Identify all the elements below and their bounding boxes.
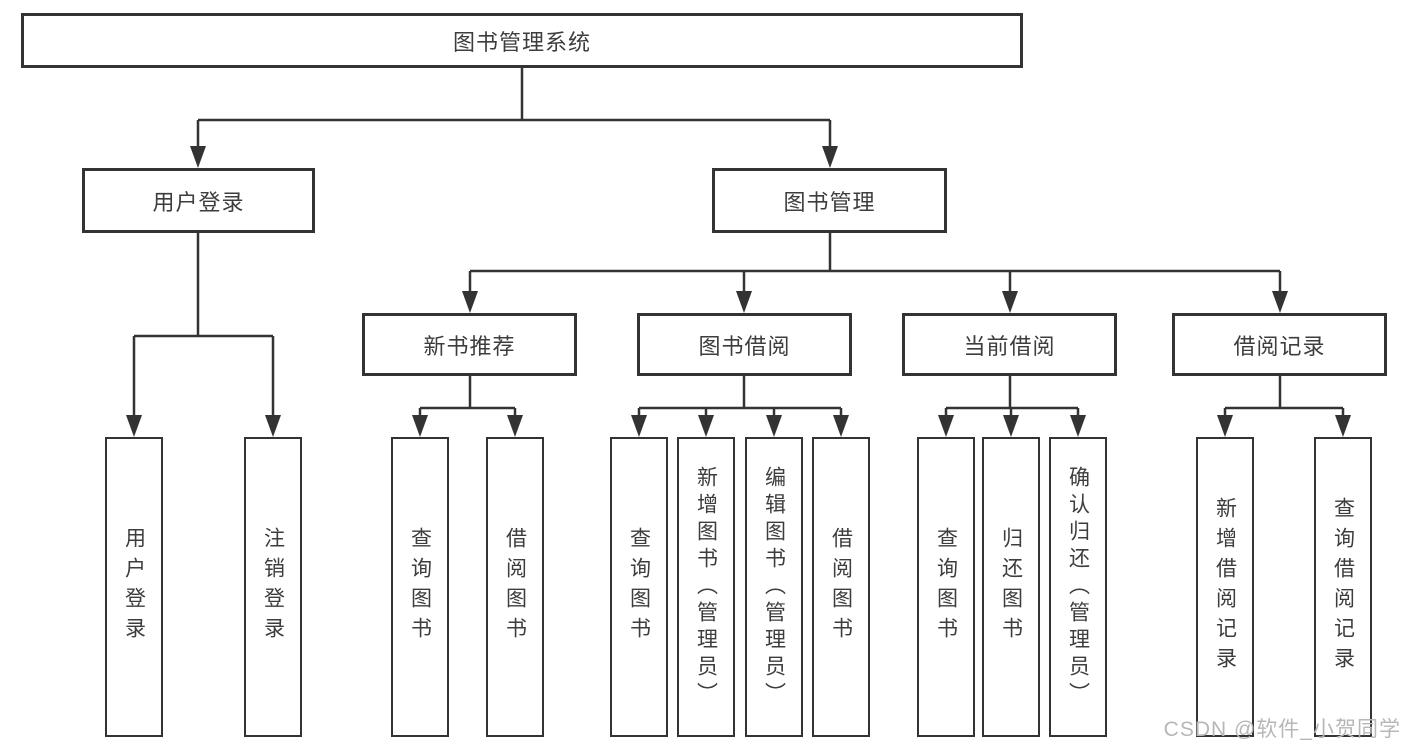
node-label: 查询图书 xyxy=(627,527,651,647)
node-label: 图书管理系统 xyxy=(452,29,591,55)
node-label: 借阅图书 xyxy=(829,527,853,647)
leaf-borrowing-borrow-books: 借阅图书 xyxy=(812,437,870,737)
leaf-records-add-record: 新增借阅记录 xyxy=(1196,437,1254,737)
leaf-borrowing-add-books-admin: 新增图书（管理员） xyxy=(677,437,735,737)
node-current-borrowing: 当前借阅 xyxy=(902,313,1117,376)
node-label: 借阅记录 xyxy=(1233,333,1326,359)
node-label: 新增借阅记录 xyxy=(1213,497,1237,677)
leaf-borrowing-edit-books-admin: 编辑图书（管理员） xyxy=(745,437,803,737)
node-label: 新书推荐 xyxy=(423,333,516,359)
node-label: 注销登录 xyxy=(261,527,285,647)
node-book-management: 图书管理 xyxy=(712,168,947,233)
leaf-recommend-query-books: 查询图书 xyxy=(391,437,449,737)
node-label: 用户登录 xyxy=(122,527,146,647)
arrowheads xyxy=(126,146,1351,437)
node-user-login: 用户登录 xyxy=(82,168,315,233)
node-book-borrowing: 图书借阅 xyxy=(637,313,852,376)
node-label: 图书借阅 xyxy=(698,333,791,359)
node-root: 图书管理系统 xyxy=(21,13,1023,68)
leaf-user-login: 用户登录 xyxy=(105,437,163,737)
node-label: 查询图书 xyxy=(934,527,958,647)
watermark: CSDN @软件_小贺同学 xyxy=(1163,718,1401,741)
node-label: 用户登录 xyxy=(152,189,245,215)
node-label: 编辑图书（管理员） xyxy=(762,465,786,709)
node-label: 查询图书 xyxy=(408,527,432,647)
node-label: 确认归还（管理员） xyxy=(1066,465,1090,709)
leaf-borrowing-query-books: 查询图书 xyxy=(610,437,668,737)
node-label: 归还图书 xyxy=(999,527,1023,647)
node-label: 查询借阅记录 xyxy=(1331,497,1355,677)
node-new-book-recommend: 新书推荐 xyxy=(362,313,577,376)
node-label: 当前借阅 xyxy=(963,333,1056,359)
leaf-recommend-borrow-books: 借阅图书 xyxy=(486,437,544,737)
leaf-current-query-books: 查询图书 xyxy=(917,437,975,737)
node-borrowing-records: 借阅记录 xyxy=(1172,313,1387,376)
node-label: 新增图书（管理员） xyxy=(694,465,718,709)
leaf-current-return-books: 归还图书 xyxy=(982,437,1040,737)
leaf-logout: 注销登录 xyxy=(244,437,302,737)
node-label: 借阅图书 xyxy=(503,527,527,647)
leaf-records-query-record: 查询借阅记录 xyxy=(1314,437,1372,737)
node-label: 图书管理 xyxy=(783,189,876,215)
leaf-current-confirm-return-admin: 确认归还（管理员） xyxy=(1049,437,1107,737)
